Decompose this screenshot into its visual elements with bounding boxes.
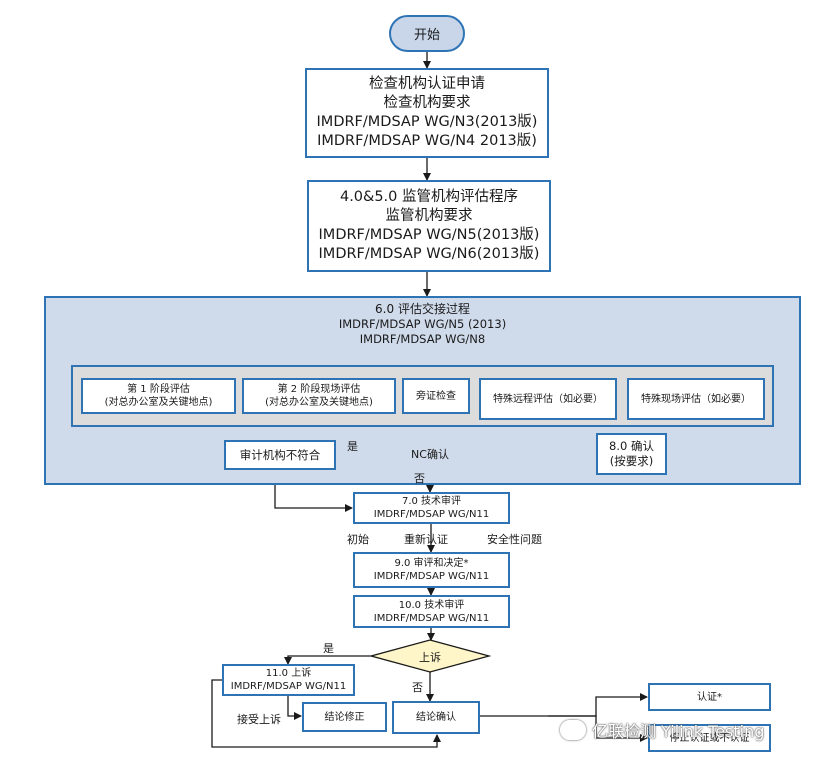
special-onsite-assessment-box: 特殊现场评估（如必要） <box>627 378 765 420</box>
appeal-no-label: 否 <box>412 681 423 694</box>
appeal-decision-label: 上诉 <box>419 650 441 664</box>
conclusion-confirmation-box: 结论确认 <box>392 701 480 734</box>
stop-certification-box: 停止认证或不认证 <box>648 724 771 752</box>
certification-box: 认证* <box>648 683 771 711</box>
review-decision-9-box: 9.0 审评和决定* IMDRF/MDSAP WG/N11 <box>353 552 510 588</box>
appeal-yes-label: 是 <box>323 642 334 655</box>
appeal-11-box: 11.0 上诉 IMDRF/MDSAP WG/N11 <box>222 664 355 696</box>
accept-appeal-label: 接受上诉 <box>237 713 281 726</box>
confirmation-box: 8.0 确认 (按要求) <box>596 433 667 475</box>
witness-audit-box: 旁证检查 <box>402 378 470 414</box>
review-type-safety: 安全性问题 <box>487 533 542 546</box>
special-remote-assessment-box: 特殊远程评估（如必要） <box>479 378 617 420</box>
start-node: 开始 <box>389 15 465 52</box>
nc-decision-label: NC确认 <box>411 447 449 461</box>
wechat-icon <box>560 720 586 740</box>
auditor-nonconformity-box: 审计机构不符合 <box>224 440 336 470</box>
technical-review-7-box: 7.0 技术审评 IMDRF/MDSAP WG/N11 <box>353 492 510 524</box>
stage1-assessment-box: 第 1 阶段评估 (对总办公室及关键地点) <box>81 378 236 414</box>
appeal-decision-diamond <box>368 639 492 673</box>
assessment-handover-title: 6.0 评估交接过程 IMDRF/MDSAP WG/N5 (2013) IMDR… <box>338 302 507 346</box>
inspection-body-application-box: 检查机构认证申请 检查机构要求 IMDRF/MDSAP WG/N3(2013版)… <box>305 68 549 158</box>
review-type-recertification: 重新认证 <box>404 533 448 546</box>
watermark: 亿联检测 Yilink Testing <box>560 718 764 742</box>
review-type-initial: 初始 <box>347 533 369 546</box>
nc-yes-label: 是 <box>347 440 358 453</box>
conclusion-correction-box: 结论修正 <box>302 702 387 732</box>
stage2-assessment-box: 第 2 阶段现场评估 (对总办公室及关键地点) <box>242 378 396 414</box>
nc-no-label: 否 <box>414 472 425 485</box>
technical-review-10-box: 10.0 技术审评 IMDRF/MDSAP WG/N11 <box>353 595 510 628</box>
regulator-assessment-box: 4.0&5.0 监管机构评估程序 监管机构要求 IMDRF/MDSAP WG/N… <box>307 180 551 272</box>
